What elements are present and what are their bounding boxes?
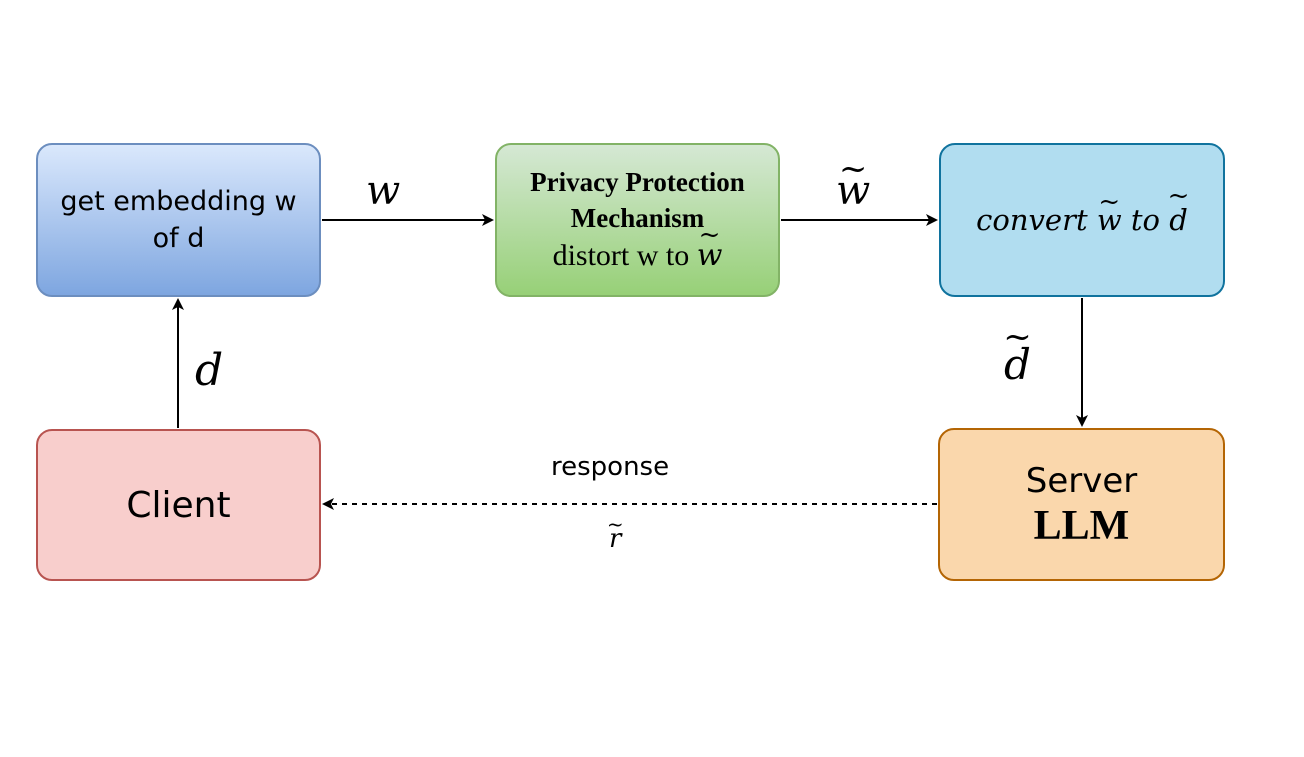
embedding-line2: of d <box>152 223 205 254</box>
convert-mid: to <box>1130 203 1161 237</box>
w-tilde-symbol: ~w <box>1096 187 1122 237</box>
convert-var2: d <box>1169 203 1188 237</box>
privacy-subtitle-var: w <box>696 238 723 273</box>
edge-label-d: d <box>195 345 224 396</box>
edge-label-w-tilde: ~w <box>836 149 871 214</box>
llm-label: LLM <box>1033 502 1130 549</box>
privacy-subtitle-prefix: distort w to <box>552 239 690 272</box>
client-label: Client <box>126 484 231 526</box>
server-llm-node: Server LLM <box>938 428 1225 581</box>
get-embedding-node: get embedding w of d <box>36 143 321 297</box>
edge-label-d-tilde: ~d <box>1003 317 1032 389</box>
d-tilde-symbol: ~d <box>1167 181 1190 237</box>
edge-label-w: w <box>366 168 401 214</box>
embedding-line1: get embedding w <box>60 186 297 217</box>
privacy-title-line2: Mechanism <box>570 203 705 233</box>
privacy-protection-node: Privacy Protection Mechanism distort w t… <box>495 143 780 297</box>
client-node: Client <box>36 429 321 581</box>
convert-text: convert ~w to ~d <box>976 181 1190 237</box>
edge-label-r-tilde: ~r <box>606 512 624 554</box>
convert-prefix: convert <box>976 203 1088 237</box>
privacy-subtitle: distort w to ~w <box>552 220 723 276</box>
edge-label-d-tilde-var: d <box>1004 340 1031 389</box>
privacy-title-line1: Privacy Protection <box>530 167 745 197</box>
w-tilde-symbol: ~w <box>696 220 723 273</box>
server-label: Server <box>1025 460 1138 501</box>
edge-label-w-tilde-var: w <box>836 168 871 214</box>
edge-label-r-tilde-var: r <box>609 524 622 554</box>
edge-label-response: response <box>551 452 670 482</box>
convert-var1: w <box>1096 203 1122 237</box>
convert-node: convert ~w to ~d <box>939 143 1225 297</box>
